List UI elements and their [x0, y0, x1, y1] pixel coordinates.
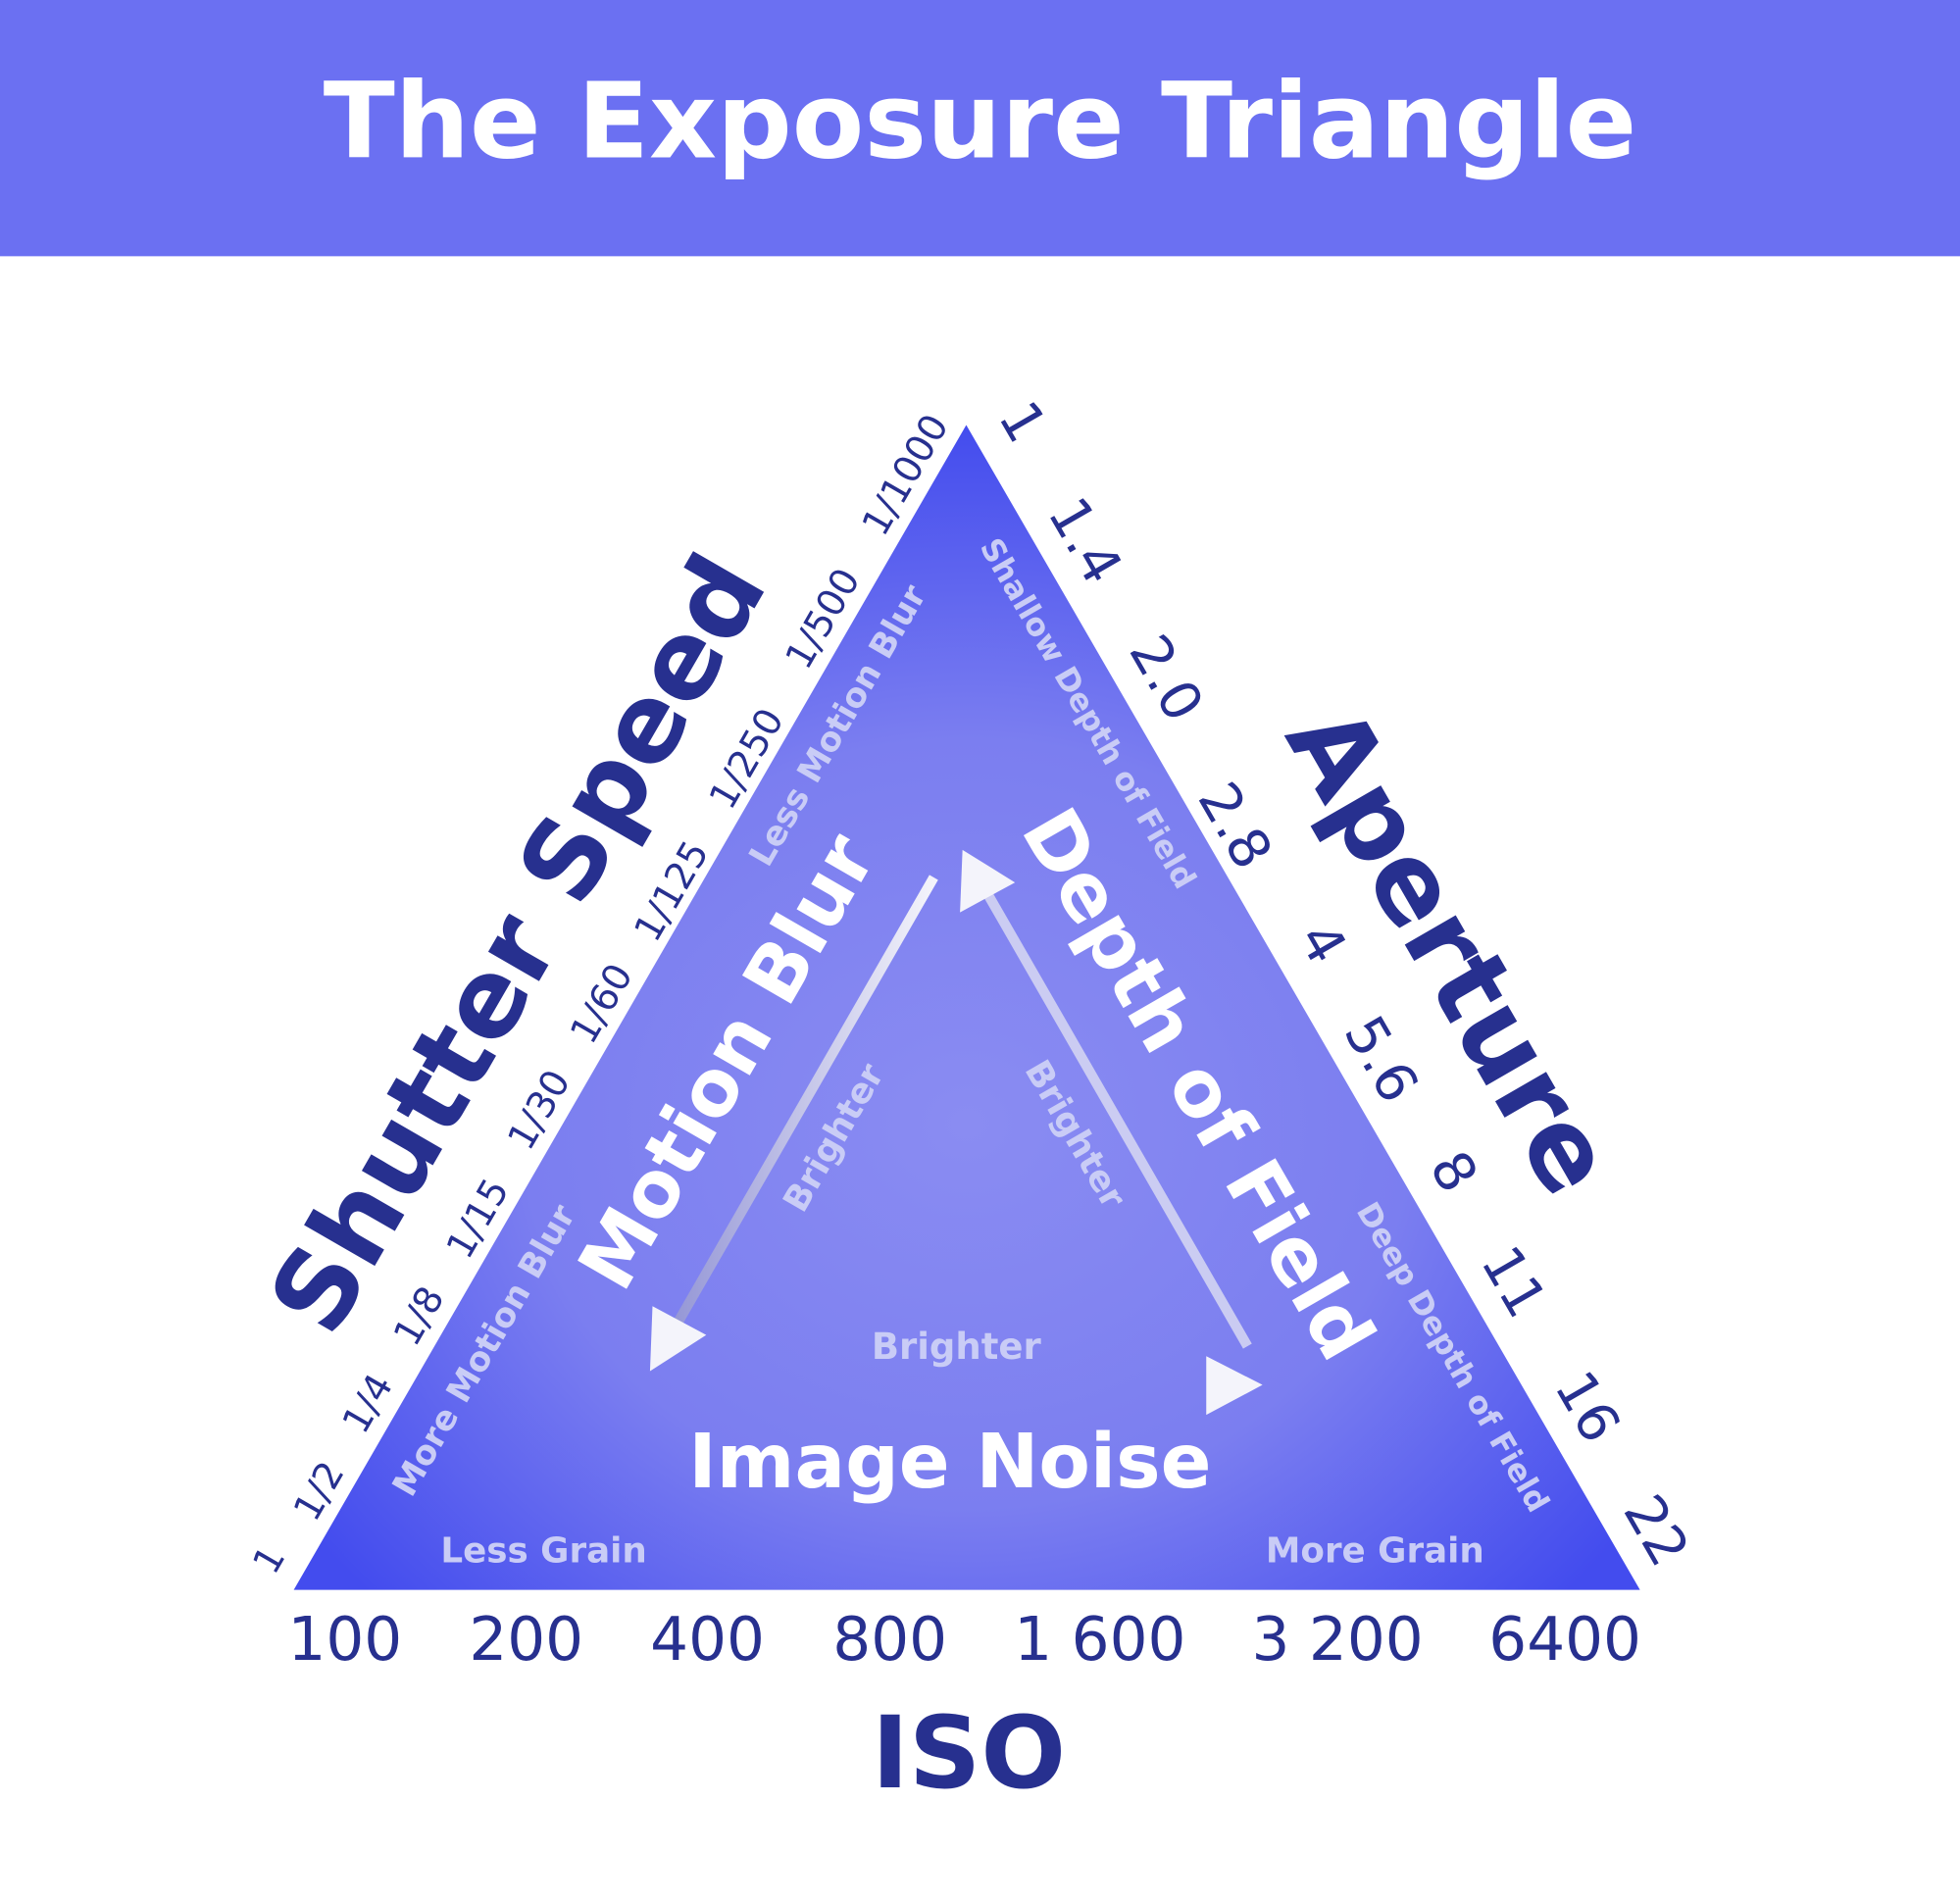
iso-tick: 6400 [1488, 1605, 1641, 1675]
page-title: The Exposure Triangle [324, 62, 1637, 183]
iso-label: ISO [872, 1695, 1066, 1812]
iso-tick: 200 [469, 1605, 583, 1675]
image-noise-label: Image Noise [688, 1419, 1211, 1506]
iso-tick: 1 600 [1014, 1605, 1185, 1675]
arrow-image-noise [675, 1356, 1263, 1416]
less-grain-note: Less Grain [440, 1531, 646, 1572]
iso-tick: 800 [832, 1605, 947, 1675]
arrow-depth-of-field [960, 849, 1252, 1349]
iso-tick: 400 [650, 1605, 765, 1675]
triangle [293, 425, 1640, 1590]
brighter-iso-label: Brighter [872, 1326, 1042, 1368]
shutter-tick: 1 [245, 1539, 294, 1581]
iso-ticks: 100 200 400 800 1 600 3 200 6400 [287, 1605, 1641, 1675]
aperture-tick: 8 [1417, 1141, 1489, 1203]
aperture-tick: 1 [985, 391, 1058, 453]
aperture-tick: 4 [1285, 913, 1358, 975]
arrow-motion-blur [649, 875, 938, 1372]
iso-tick: 100 [287, 1605, 402, 1675]
header-banner [0, 0, 1960, 257]
more-grain-note: More Grain [1266, 1531, 1484, 1572]
aperture-tick: 11 [1468, 1236, 1558, 1328]
aperture-tick: 16 [1542, 1361, 1633, 1453]
iso-tick: 3 200 [1252, 1605, 1424, 1675]
